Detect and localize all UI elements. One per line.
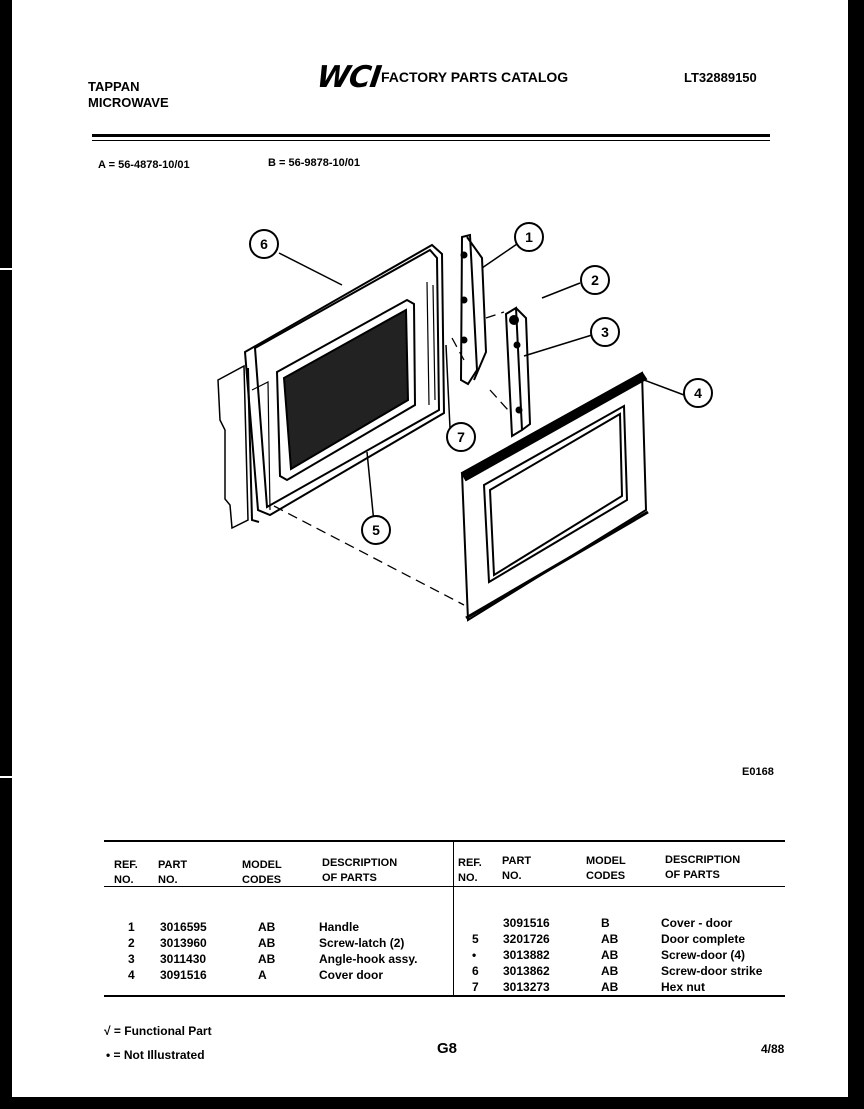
figure-id: E0168 (742, 766, 774, 778)
scan-edge-mark (0, 268, 12, 270)
callout-5: 5 (372, 522, 380, 538)
table-row: 1 3016595 AB Handle (128, 920, 360, 934)
parts-table-left: 1 3016595 AB Handle 2 3013960 AB Screw-l… (12, 919, 452, 989)
catalog-page: TAPPAN MICROWAVE WCI FACTORY PARTS CATAL… (12, 0, 848, 1097)
door-frame (217, 243, 446, 530)
callout-4: 4 (694, 385, 702, 401)
catalog-date: 4/88 (761, 1042, 785, 1056)
handle-part (459, 233, 488, 386)
model-a: A = 56-4878-10/01 (98, 159, 190, 171)
callout-2: 2 (591, 272, 599, 288)
table-row: 3 3011430 AB Angle-hook assy. (128, 952, 418, 966)
table-row: 4 3091516 A Cover door (128, 968, 384, 982)
header-ref: REF.NO. (114, 859, 138, 886)
scan-edge-mark (0, 776, 12, 778)
callout-1: 1 (525, 229, 533, 245)
header-rule-bottom (92, 140, 770, 141)
cover-door-part (460, 371, 649, 622)
catalog-number: LT32889150 (684, 70, 757, 85)
brand-line-1: TAPPAN (88, 79, 140, 94)
legend-functional-part: √ = Functional Part (104, 1024, 212, 1038)
model-b: B = 56-9878-10/01 (268, 157, 361, 169)
header-rule-top (92, 134, 770, 137)
callout-3: 3 (601, 324, 609, 340)
callout-6: 6 (260, 236, 268, 252)
table-row: 6 3013862 AB Screw-door strike (472, 964, 763, 978)
parts-table-right: 3091516 B Cover - door 5 3201726 AB Door… (12, 915, 848, 999)
table-row: 7 3013273 AB Hex nut (472, 980, 706, 994)
table-rule-header (104, 886, 785, 887)
page-code: G8 (437, 1040, 458, 1057)
header-ref-right: REF.NO. (458, 857, 482, 884)
table-row: 2 3013960 AB Screw-latch (2) (128, 936, 405, 950)
legend-not-illustrated: • = Not Illustrated (106, 1048, 205, 1062)
brand-line-2: MICROWAVE (88, 95, 169, 110)
callout-7: 7 (457, 429, 465, 445)
table-rule-bottom (104, 995, 785, 997)
table-divider (453, 842, 454, 995)
table-row: • 3013882 AB Screw-door (4) (472, 948, 746, 962)
table-rule-top (104, 840, 785, 842)
exploded-door-diagram: 6 1 2 3 4 5 7 (217, 222, 713, 622)
table-row: 5 3201726 AB Door complete (472, 932, 746, 946)
table-row: 3091516 B Cover - door (503, 916, 733, 930)
catalog-title: FACTORY PARTS CATALOG (381, 69, 569, 85)
angle-hook-part (504, 306, 532, 438)
